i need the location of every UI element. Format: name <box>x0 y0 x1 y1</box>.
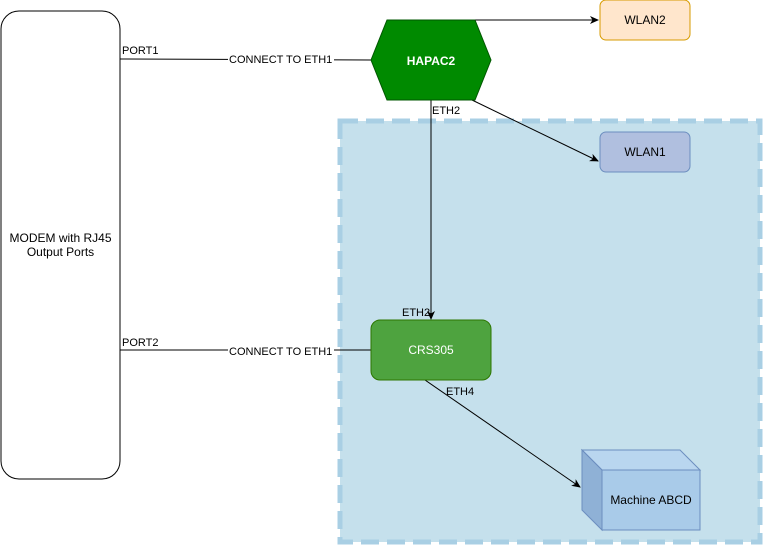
wlan2-label: WLAN2 <box>624 13 666 27</box>
port1-label: PORT1 <box>122 45 158 57</box>
wlan1-label: WLAN1 <box>624 145 666 159</box>
hapac2-label: HAPAC2 <box>407 54 456 68</box>
machine-node[interactable]: Machine ABCD <box>580 448 702 532</box>
crs305-eth4-label: ETH4 <box>446 386 474 398</box>
port1-connect-label: CONNECT TO ETH1 <box>229 54 332 66</box>
wlan2-node[interactable]: WLAN2 <box>599 0 691 41</box>
port2-connect-label: CONNECT TO ETH1 <box>229 346 332 358</box>
machine-label: Machine ABCD <box>610 493 692 507</box>
wlan1-node[interactable]: WLAN1 <box>599 131 691 173</box>
modem-label: MODEM with RJ45 Output Ports <box>9 231 112 259</box>
edge-hapac2-wlan1 <box>471 99 599 162</box>
crs305-node[interactable]: CRS305 <box>370 319 492 381</box>
crs305-label: CRS305 <box>408 343 454 357</box>
port2-label: PORT2 <box>122 337 158 349</box>
hapac2-node[interactable]: HAPAC2 <box>370 19 492 101</box>
hapac2-eth2-label: ETH2 <box>432 105 460 117</box>
edge-crs305-machine <box>424 379 581 488</box>
crs305-eth2-label: ETH2 <box>402 307 430 319</box>
modem-node[interactable]: MODEM with RJ45 Output Ports <box>0 10 121 480</box>
